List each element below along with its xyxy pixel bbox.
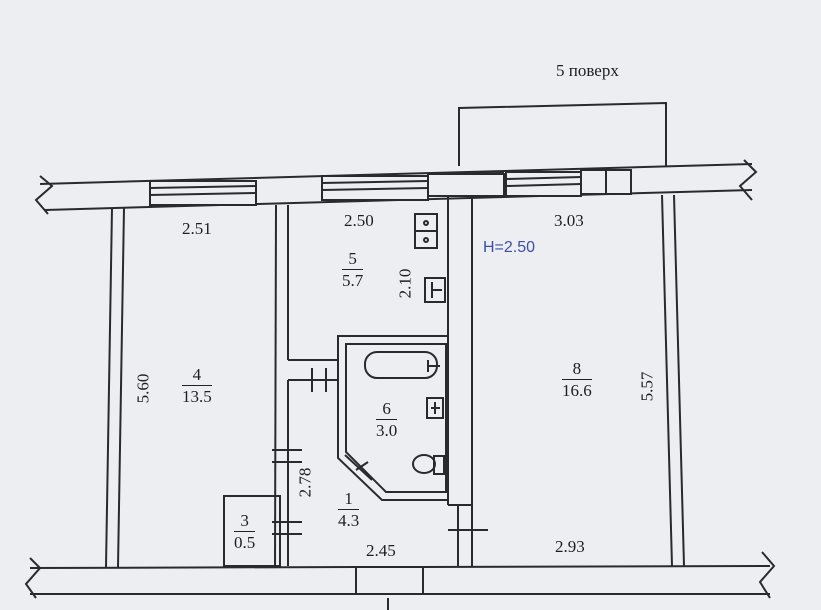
- room-8-number: 8: [562, 360, 592, 380]
- room-3-area: 0.5: [234, 533, 256, 552]
- room-8-label: 8 16.6: [562, 360, 592, 399]
- bottom-wall-inner: [29, 566, 357, 569]
- room-1-number: 1: [338, 490, 360, 510]
- floor-label: 5 поверх: [556, 61, 619, 80]
- bath-sink: [426, 397, 444, 419]
- break-mark-left: [34, 175, 54, 215]
- room-4-number: 4: [182, 366, 212, 386]
- dim-room4-width: 2.51: [182, 219, 212, 238]
- room-8-area: 16.6: [562, 381, 592, 400]
- room-4-area: 13.5: [182, 387, 212, 406]
- room4-left-wall: [105, 207, 113, 568]
- room8-right-wall: [661, 194, 673, 567]
- balcony-outline: [458, 101, 667, 166]
- toilet: [412, 454, 436, 474]
- room-5-label: 5 5.7: [342, 250, 364, 290]
- wall-room4-room5: [274, 204, 277, 567]
- kitchen-stove: [424, 277, 446, 303]
- dim-hall-length: 2.78: [295, 467, 315, 498]
- room-3-number: 3: [234, 512, 256, 532]
- dim-room4-length: 5.60: [133, 373, 153, 404]
- bathroom-outline: [337, 335, 449, 501]
- ceiling-height-label: H=2.50: [483, 239, 536, 256]
- dim-hall-width: 2.45: [366, 541, 396, 560]
- room-5-area: 5.7: [342, 271, 364, 290]
- room-6-area: 3.0: [376, 421, 398, 440]
- dim-room8-width-bottom: 2.93: [555, 537, 585, 556]
- room-4-label: 4 13.5: [182, 366, 212, 405]
- room-6-number: 6: [376, 400, 398, 420]
- closet-3: [223, 495, 281, 567]
- dim-room5-length: 2.10: [395, 268, 415, 299]
- room-3-label: 3 0.5: [234, 512, 256, 552]
- room-1-area: 4.3: [338, 511, 360, 530]
- room-1-label: 1 4.3: [338, 490, 360, 530]
- entrance-gap: [355, 566, 424, 595]
- break-mark-right: [738, 159, 758, 201]
- bathtub: [364, 351, 438, 379]
- dim-room8-length: 5.57: [637, 371, 657, 402]
- dim-room8-width-top: 3.03: [554, 211, 584, 230]
- dim-room5-width: 2.50: [344, 211, 374, 230]
- room-6-label: 6 3.0: [376, 400, 398, 440]
- room-5-number: 5: [342, 250, 364, 270]
